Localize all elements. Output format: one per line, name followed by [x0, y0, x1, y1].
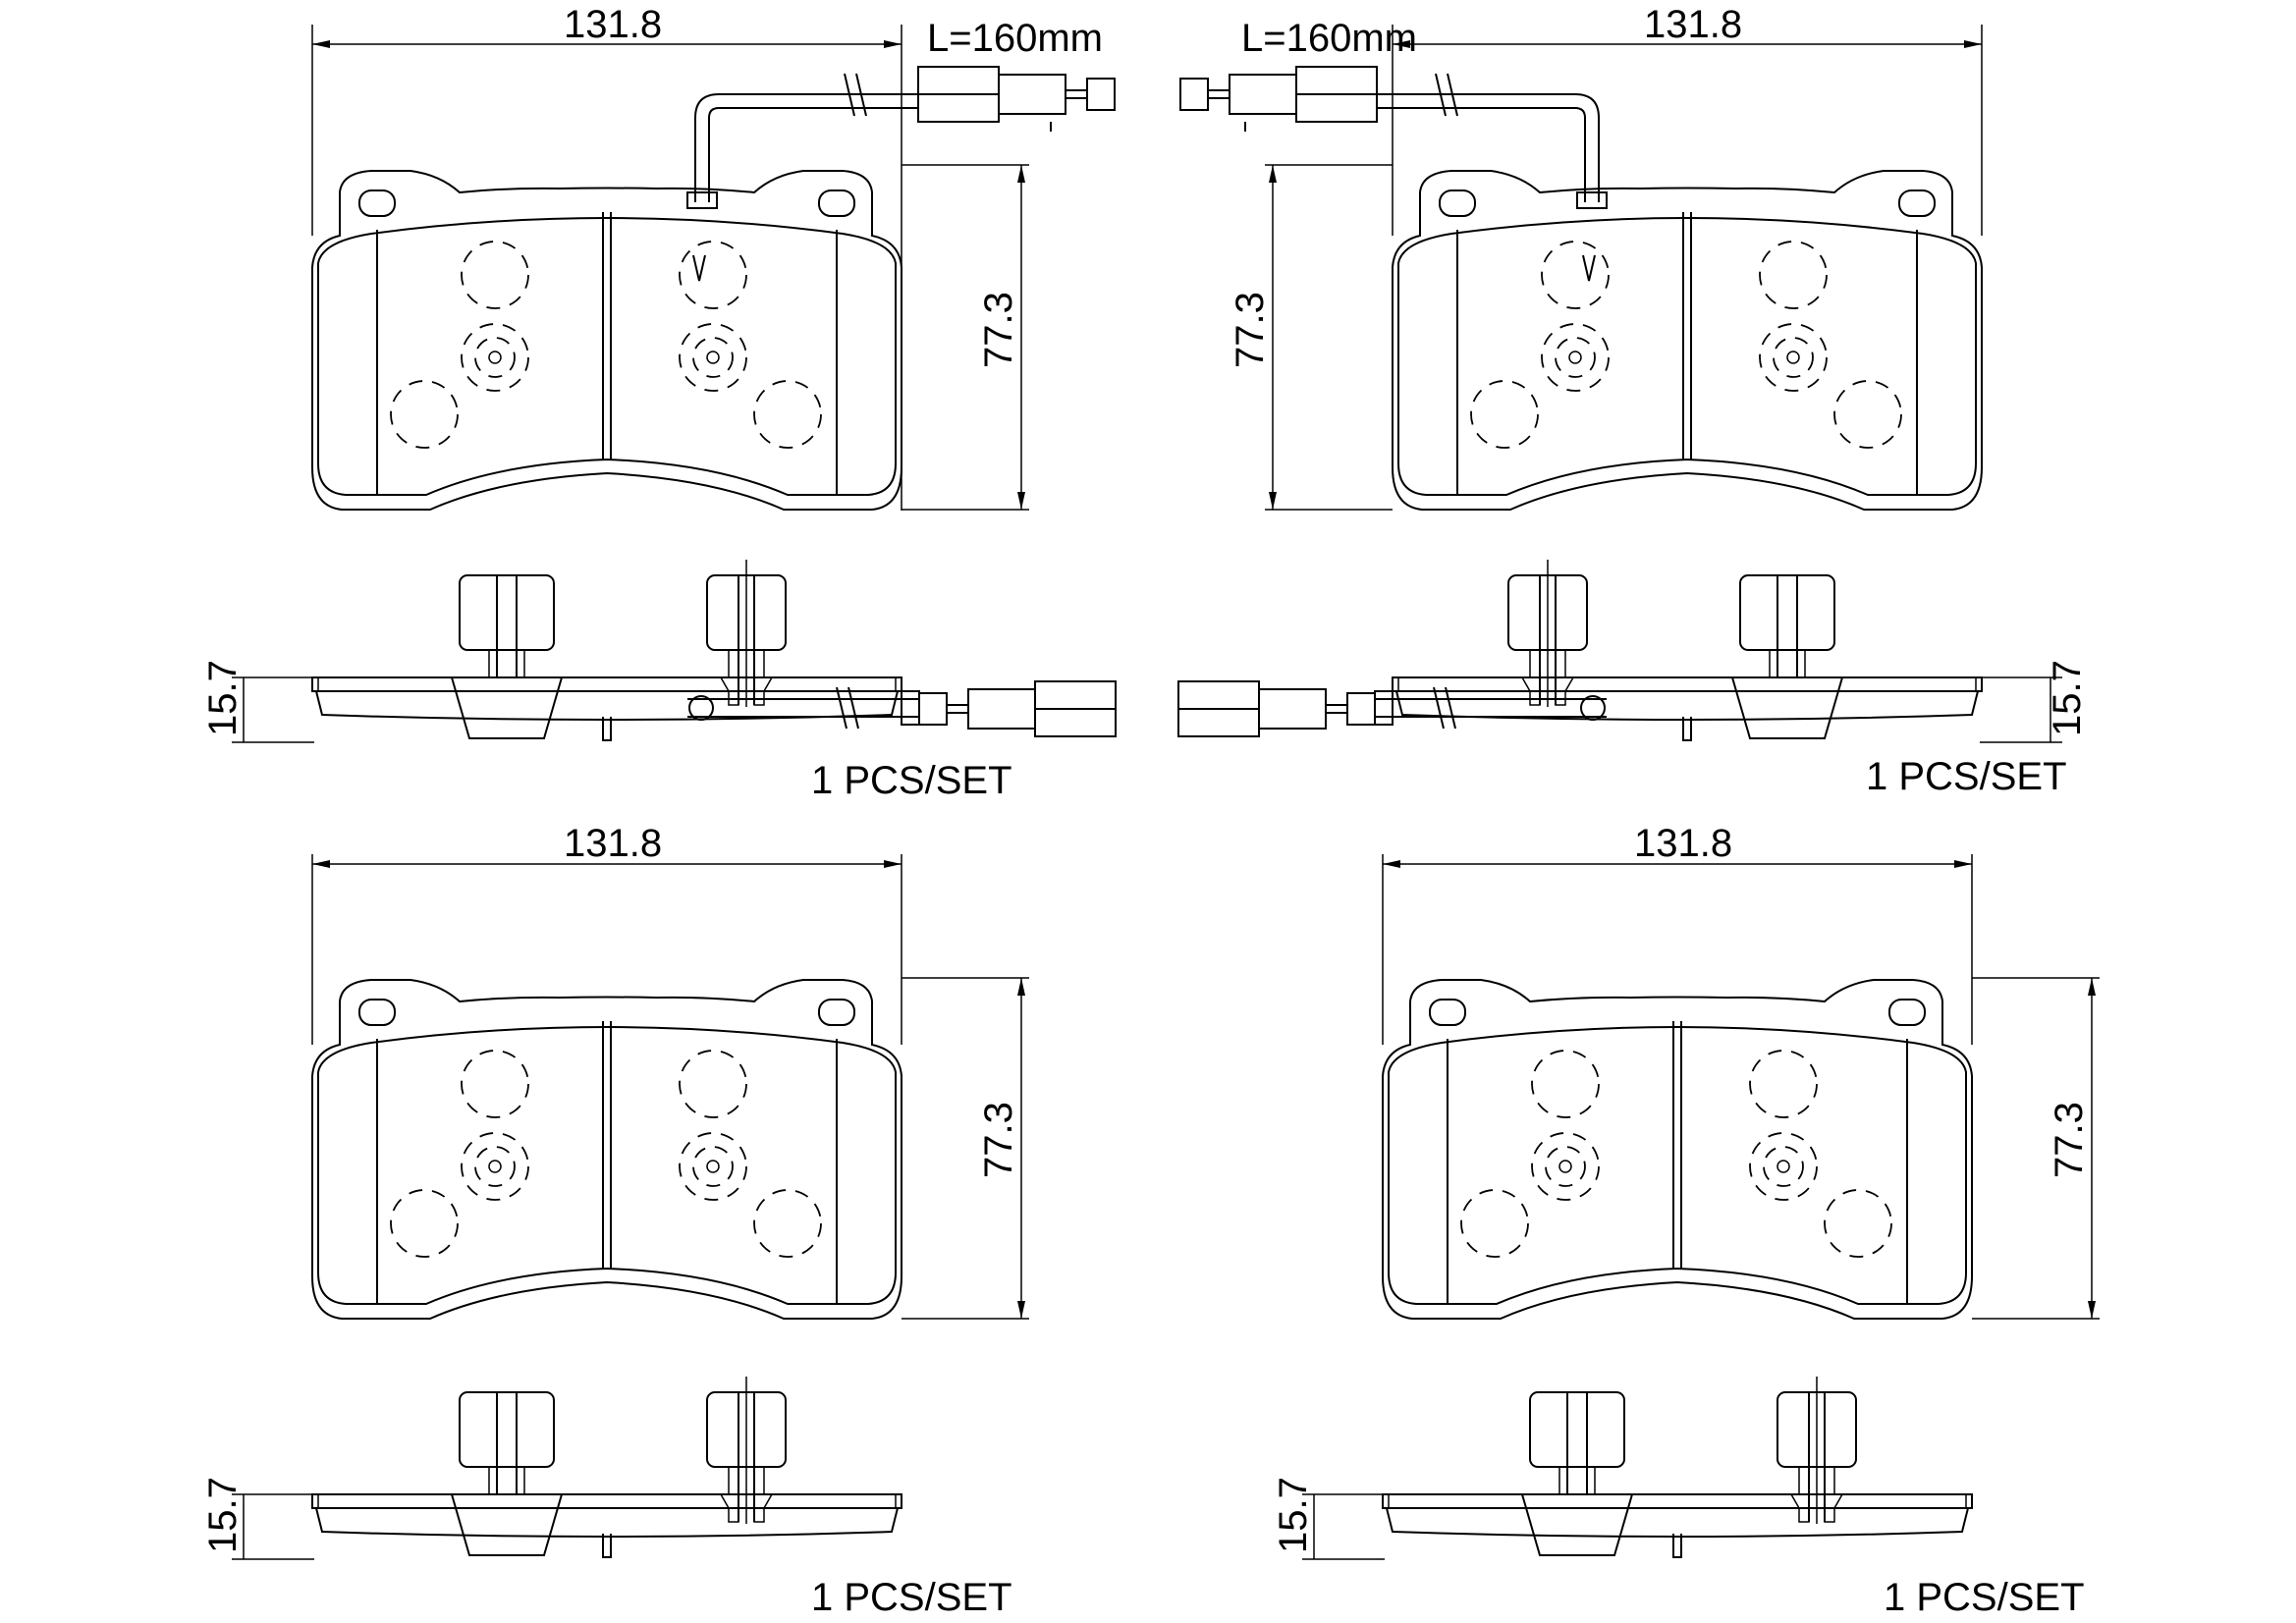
sensor-length-label: L=160mm — [1241, 17, 1417, 60]
thickness-dimension: 15.7 — [1272, 1477, 1315, 1553]
thickness-dimension: 15.7 — [201, 660, 245, 736]
height-dimension: 77.3 — [2048, 1102, 2091, 1178]
thickness-dimension: 15.7 — [201, 1477, 245, 1553]
width-dimension: 131.8 — [1634, 822, 1732, 865]
quantity-label: 1 PCS/SET — [1866, 755, 2067, 798]
sensor-length-label: L=160mm — [927, 17, 1103, 60]
panel-bottom-right: 131.8 77.3 15.7 1 PCS/SET — [1272, 822, 2100, 1619]
panel-top-right: 131.8 77.3 L=160mm 15.7 1 PCS/SET — [1177, 3, 2089, 798]
height-dimension: 77.3 — [977, 292, 1020, 368]
height-dimension: 77.3 — [977, 1102, 1020, 1178]
quantity-label: 1 PCS/SET — [1884, 1576, 2085, 1619]
panel-top-left: 131.8 77.3 L=160mm 15.7 1 PCS/SET — [201, 3, 1117, 802]
width-dimension: 131.8 — [564, 3, 662, 46]
thickness-dimension: 15.7 — [2046, 660, 2089, 736]
width-dimension: 131.8 — [1644, 3, 1742, 46]
panel-bottom-left: 131.8 77.3 15.7 1 PCS/SET — [201, 822, 1029, 1619]
quantity-label: 1 PCS/SET — [811, 1576, 1012, 1619]
width-dimension: 131.8 — [564, 822, 662, 865]
quantity-label: 1 PCS/SET — [811, 759, 1012, 802]
height-dimension: 77.3 — [1229, 292, 1272, 368]
